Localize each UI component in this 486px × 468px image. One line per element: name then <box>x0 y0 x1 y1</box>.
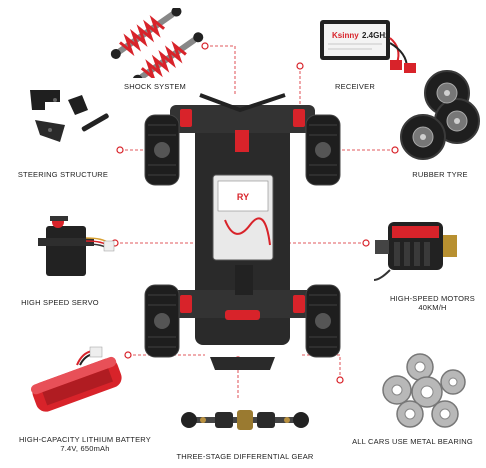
bearing-icon <box>382 353 466 428</box>
steering-parts-icon <box>30 90 109 142</box>
battery-label: HIGH-CAPACITY LITHIUM BATTERY 7.4V, 650m… <box>19 435 151 453</box>
receiver-model-text: 2.4GHz <box>362 31 389 40</box>
differential-gear-icon <box>181 410 309 430</box>
receiver-brand-text: Ksinny <box>332 31 359 40</box>
servo-icon <box>38 216 115 276</box>
metal-bearing-label: ALL CARS USE METAL BEARING <box>352 437 473 446</box>
differential-gear-label: THREE-STAGE DIFFERENTIAL GEAR <box>176 452 314 461</box>
shock-system-label: SHOCK SYSTEM <box>124 82 186 91</box>
rubber-tyre-label: RUBBER TYRE <box>412 170 468 179</box>
rc-car-icon: RY <box>144 93 341 370</box>
motor-icon <box>373 222 457 281</box>
steering-structure-label: STEERING STRUCTURE <box>17 170 109 179</box>
car-brand-text: RY <box>237 192 249 202</box>
battery-icon <box>30 346 122 412</box>
high-speed-motors-label: HIGH-SPEED MOTORS 40KM/H <box>390 294 475 312</box>
receiver-label: RECEIVER <box>335 82 375 91</box>
high-speed-servo-label: HIGH SPEED SERVO <box>21 298 99 307</box>
receiver-icon: Ksinny 2.4GHz <box>320 20 416 73</box>
shock-absorber-icon <box>110 8 204 78</box>
tyre-icon <box>400 70 480 160</box>
